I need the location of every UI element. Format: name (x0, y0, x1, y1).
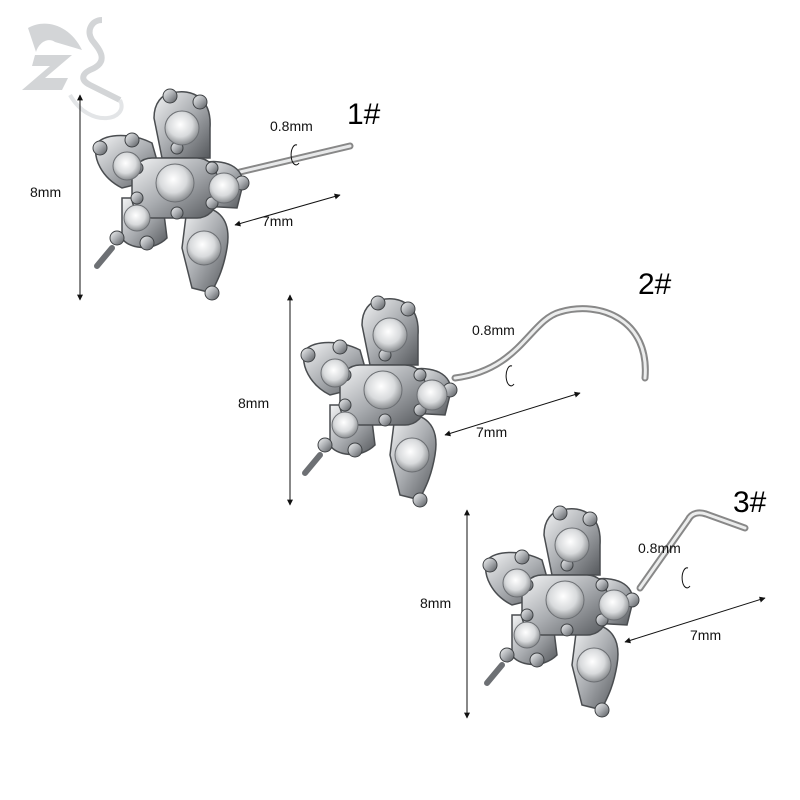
item-1-length: 7mm (262, 213, 294, 229)
item-3-length: 7mm (690, 627, 722, 643)
item-1-number: 1# (347, 98, 381, 131)
item-2-drawing (287, 295, 649, 507)
item-1-gauge: 0.8mm (270, 118, 313, 134)
item-2-height: 8mm (238, 395, 270, 411)
item-1-height: 8mm (30, 184, 62, 200)
item-3-gauge: 0.8mm (638, 540, 681, 556)
item-3-height: 8mm (420, 595, 452, 611)
brand-logo (22, 17, 124, 121)
item-3-number: 3# (733, 486, 767, 519)
item-2-length: 7mm (476, 424, 508, 440)
item-2-number: 2# (638, 268, 672, 301)
item-1-drawing (77, 89, 354, 300)
item-3-drawing (464, 506, 766, 718)
item-2-gauge: 0.8mm (472, 322, 515, 338)
